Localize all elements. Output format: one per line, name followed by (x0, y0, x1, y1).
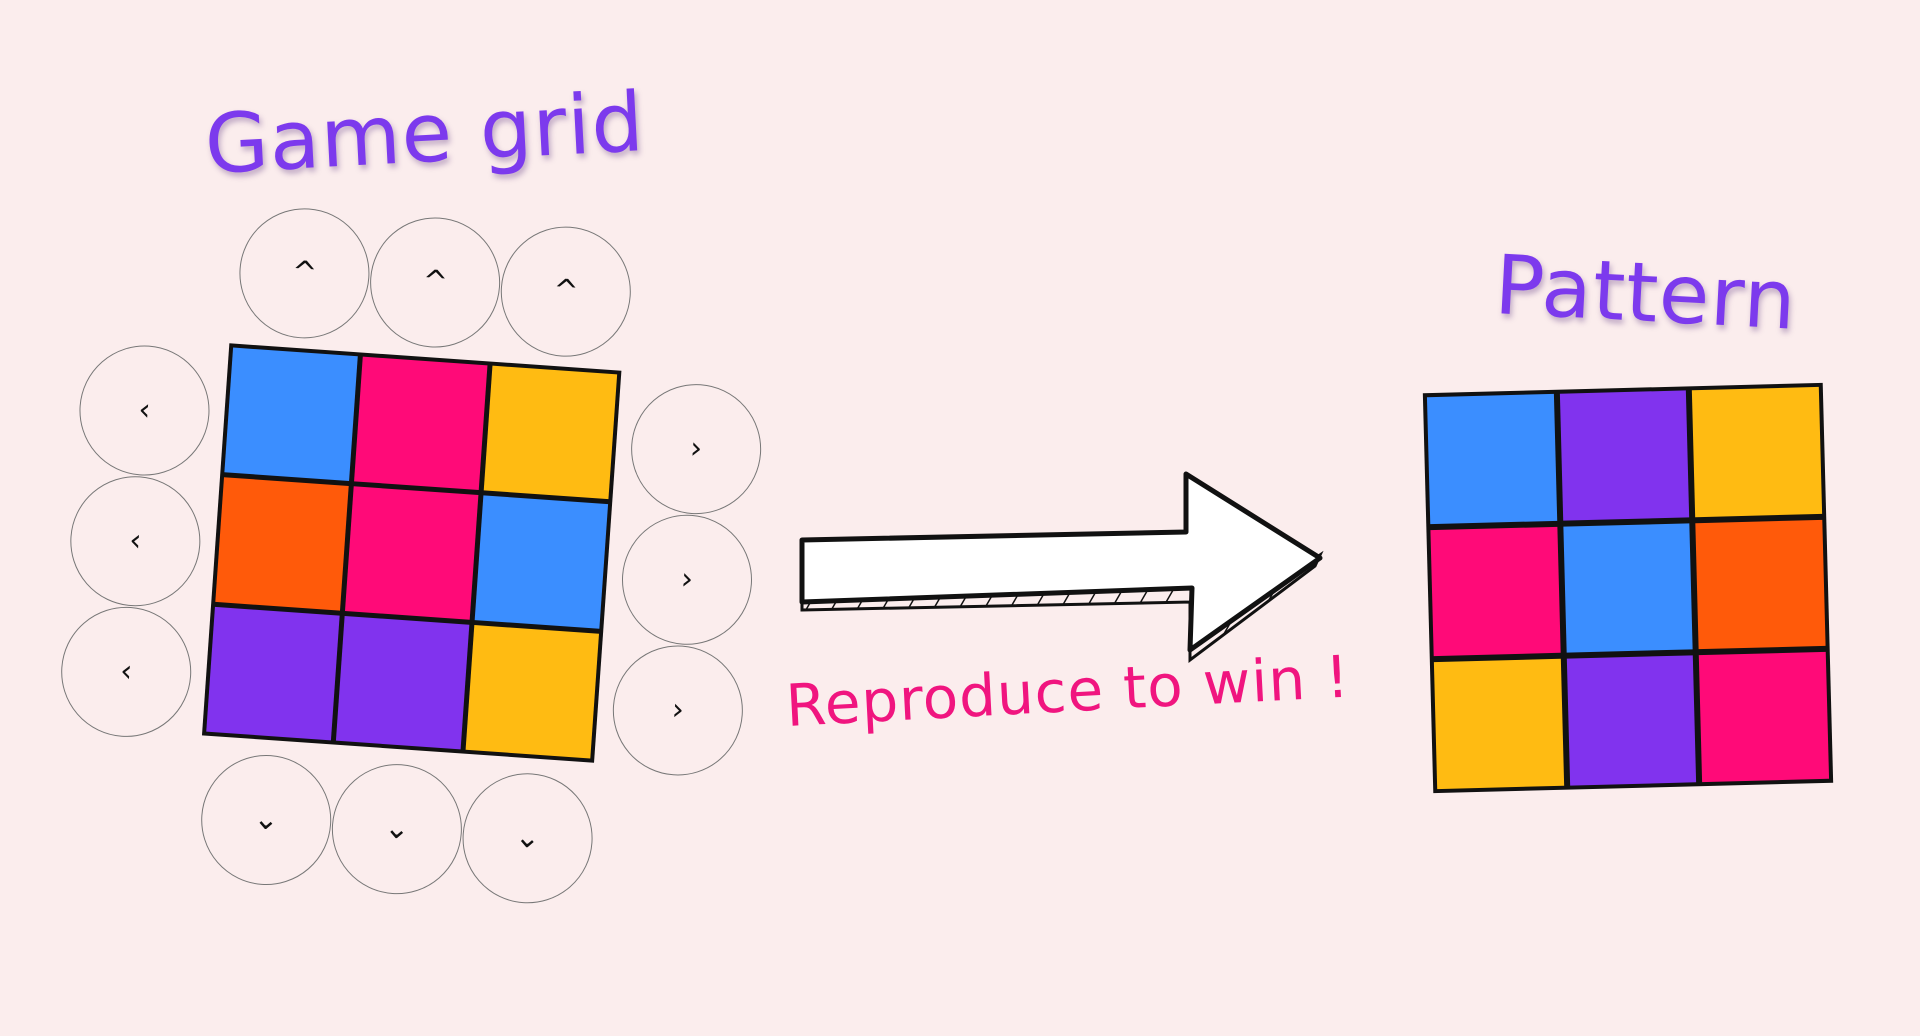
shift-right-row-1-button[interactable]: › (626, 379, 766, 519)
chevron-up-icon: ^ (290, 254, 319, 292)
chevron-left-icon: ‹ (137, 392, 152, 428)
pattern-cell-pink (1430, 526, 1561, 657)
pattern-cell-orange (1695, 519, 1826, 650)
game-grid (201, 343, 622, 763)
chevron-left-icon: ‹ (128, 522, 143, 559)
chevron-right-icon: › (670, 692, 686, 728)
shift-up-col-3-button[interactable]: ^ (496, 222, 636, 361)
game-cell-pink (354, 356, 488, 491)
chevron-left-icon: ‹ (119, 653, 134, 690)
shift-down-col-2-button[interactable]: ⌄ (327, 759, 467, 899)
shift-up-col-2-button[interactable]: ^ (365, 213, 505, 352)
pattern-cell-yellow (1433, 659, 1564, 790)
game-cell-pink (344, 486, 479, 620)
game-cell-yellow (465, 625, 600, 759)
chevron-down-icon: ⌄ (513, 819, 542, 857)
pattern-title: Pattern (1492, 238, 1800, 349)
shift-down-col-3-button[interactable]: ⌄ (458, 768, 597, 908)
shift-left-row-3-button[interactable]: ‹ (56, 602, 196, 742)
shift-down-col-1-button[interactable]: ⌄ (196, 750, 336, 890)
pattern-cell-yellow (1692, 386, 1823, 517)
shift-right-row-2-button[interactable]: › (617, 510, 757, 650)
chevron-down-icon: ⌄ (383, 810, 411, 847)
pattern-cell-blue (1563, 523, 1693, 653)
game-cell-orange (215, 477, 349, 611)
game-cell-yellow (483, 365, 618, 500)
game-cell-purple (335, 615, 470, 750)
shift-left-row-2-button[interactable]: ‹ (65, 471, 205, 611)
shift-up-col-1-button[interactable]: ^ (235, 203, 374, 343)
shift-right-row-3-button[interactable]: › (608, 641, 748, 780)
pattern-cell-purple (1559, 390, 1690, 521)
pattern-grid (1422, 382, 1834, 794)
game-cell-purple (206, 606, 340, 741)
chevron-down-icon: ⌄ (252, 801, 280, 838)
arrow-right-icon (799, 471, 1324, 664)
chevron-up-icon: ^ (552, 272, 580, 310)
shift-left-row-1-button[interactable]: ‹ (75, 341, 214, 480)
game-cell-blue (474, 495, 609, 629)
pattern-panel (1422, 382, 1834, 794)
chevron-right-icon: › (688, 430, 704, 467)
chevron-right-icon: › (679, 561, 695, 598)
chevron-up-icon: ^ (421, 263, 449, 301)
game-grid-title: Game grid (202, 75, 647, 193)
game-cell-blue (224, 347, 358, 481)
pattern-cell-pink (1699, 652, 1830, 783)
pattern-cell-purple (1566, 655, 1697, 786)
arrow-body (799, 471, 1323, 653)
pattern-cell-blue (1426, 393, 1557, 524)
game-grid-panel: ^ ^ ^ ‹ ‹ ‹ › › › ⌄ ⌄ ⌄ (24, 192, 792, 960)
